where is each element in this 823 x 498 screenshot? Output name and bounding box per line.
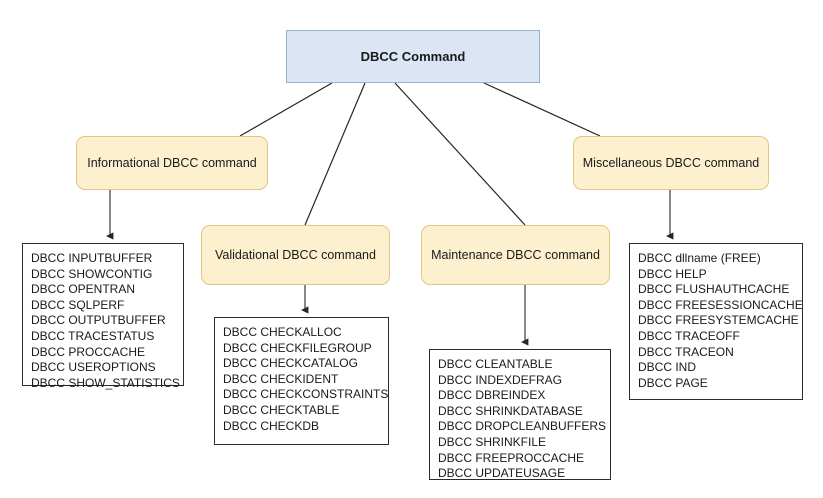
list-item: DBCC HELP [638,266,707,281]
list-item: DBCC TRACEOFF [638,328,740,343]
list-item: DBCC PAGE [638,375,708,390]
list-item: DBCC USEROPTIONS [31,360,156,375]
node-category-maintenance-label: Maintenance DBCC command [431,248,600,262]
node-root-label: DBCC Command [360,49,466,64]
list-item: DBCC DROPCLEANBUFFERS [438,419,607,434]
node-category-informational-label: Informational DBCC command [87,156,257,170]
edge-root-to-maintenance [394,82,526,226]
list-item: DBCC CHECKIDENT [223,371,339,386]
list-item: DBCC TRACEON [638,344,734,359]
list-item: DBCC OUTPUTBUFFER [31,313,166,328]
list-item: DBCC CHECKDB [223,418,320,433]
list-item: DBCC CHECKALLOC [223,325,342,339]
list-item: DBCC FREESYSTEMCACHE [638,313,799,328]
list-item: DBCC OPENTRAN [31,282,136,297]
list-item: DBCC INPUTBUFFER [31,251,153,265]
list-item: DBCC CHECKFILEGROUP [223,340,372,355]
node-category-validational[interactable]: Validational DBCC command [201,225,390,285]
list-item: DBCC SHOW_STATISTICS [31,375,180,390]
list-item: DBCC TRACESTATUS [31,328,155,343]
list-item: DBCC CHECKCONSTRAINTS [223,387,389,402]
edge-root-to-informational [239,82,333,137]
list-item: DBCC FREESESSIONCACHE [638,297,803,312]
list-item: DBCC CLEANTABLE [438,357,553,371]
list-item: DBCC FLUSHAUTHCACHE [638,282,790,297]
edge-root-to-validational [304,82,366,226]
node-category-miscellaneous-label: Miscellaneous DBCC command [582,156,760,170]
list-item: DBCC dllname (FREE) [638,251,761,265]
list-item: DBCC SHRINKDATABASE [438,403,583,418]
node-root-dbcc-command[interactable]: DBCC Command [286,30,540,83]
list-item: DBCC INDEXDEFRAG [438,372,563,387]
list-item: DBCC SHOWCONTIG [31,266,153,281]
list-item: DBCC IND [638,360,697,375]
node-category-miscellaneous[interactable]: Miscellaneous DBCC command [573,136,769,190]
edge-root-to-miscellaneous [483,82,601,137]
list-item: DBCC DBREINDEX [438,388,546,403]
list-item: DBCC CHECKCATALOG [223,356,358,371]
node-category-maintenance[interactable]: Maintenance DBCC command [421,225,610,285]
list-item: DBCC SHRINKFILE [438,434,547,449]
list-item: DBCC PROCCACHE [31,344,146,359]
node-category-validational-label: Validational DBCC command [215,248,376,262]
list-item: DBCC SQLPERF [31,297,125,312]
list-item: DBCC UPDATEUSAGE [438,466,566,481]
list-item: DBCC CHECKTABLE [223,402,340,417]
node-category-informational[interactable]: Informational DBCC command [76,136,268,190]
list-item: DBCC FREEPROCCACHE [438,450,585,465]
